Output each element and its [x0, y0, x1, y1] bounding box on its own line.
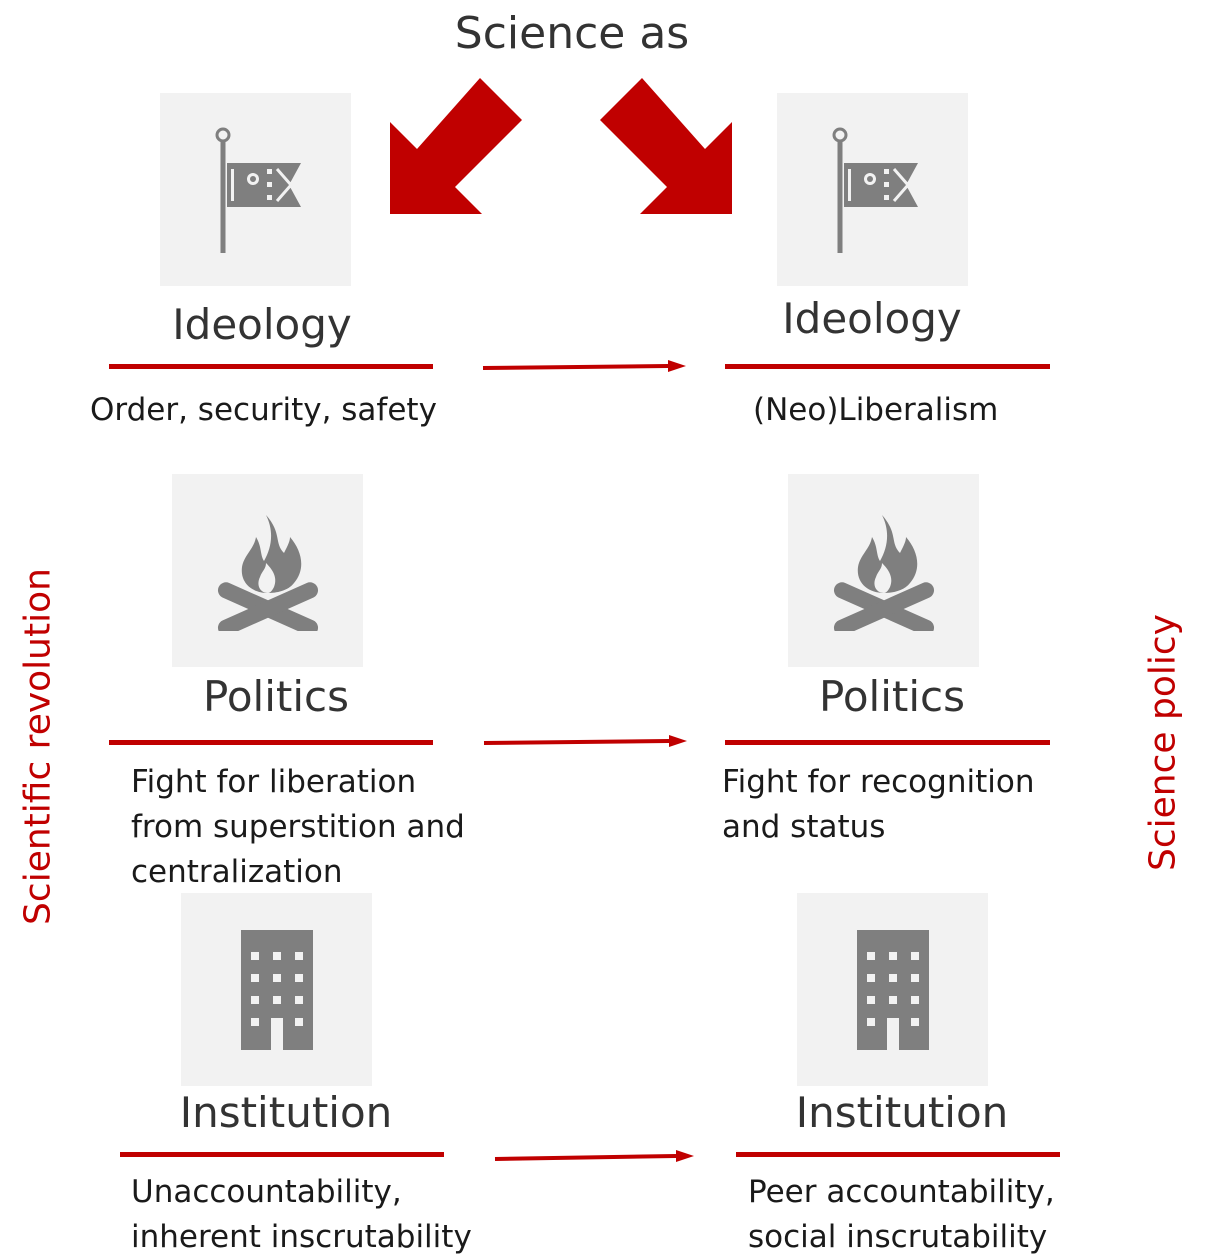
- right-institution-description: Peer accountability, social inscrutabili…: [748, 1170, 1055, 1260]
- description-line: and status: [722, 809, 886, 845]
- description-line: Unaccountability,: [131, 1174, 402, 1210]
- right-ideology-heading: Ideology: [782, 294, 962, 343]
- left-politics-rule: [109, 740, 433, 745]
- right-politics-heading: Politics: [819, 672, 965, 721]
- description-line: social inscrutability: [748, 1219, 1048, 1255]
- description-line: Order, security, safety: [90, 392, 437, 428]
- left-institution-icon-box: [181, 893, 372, 1086]
- left-ideology-heading: Ideology: [172, 300, 352, 349]
- description-line: Fight for recognition: [722, 764, 1035, 800]
- description-line: from superstition and: [131, 809, 465, 845]
- right-politics-rule: [725, 740, 1050, 745]
- left-politics-icon-box: [172, 474, 363, 667]
- windsock-icon: [215, 127, 301, 253]
- campfire-icon: [217, 514, 318, 631]
- description-line: centralization: [131, 854, 343, 890]
- right-politics-icon-box: [788, 474, 979, 667]
- right-ideology-icon-box: [777, 93, 968, 286]
- left-ideology-description: Order, security, safety: [90, 388, 437, 433]
- right-institution-heading: Institution: [795, 1088, 1009, 1137]
- office-building-icon: [856, 929, 929, 1050]
- campfire-icon: [833, 514, 934, 631]
- description-line: Peer accountability,: [748, 1174, 1055, 1210]
- left-ideology-rule: [109, 364, 433, 369]
- right-institution-icon-box: [797, 893, 988, 1086]
- description-line: Fight for liberation: [131, 764, 417, 800]
- windsock-icon: [832, 127, 918, 253]
- left-institution-description: Unaccountability, inherent inscrutabilit…: [131, 1170, 472, 1260]
- left-ideology-icon-box: [160, 93, 351, 286]
- right-ideology-rule: [725, 364, 1050, 369]
- left-institution-heading: Institution: [179, 1088, 393, 1137]
- right-institution-rule: [736, 1152, 1060, 1157]
- left-politics-description: Fight for liberation from superstition a…: [131, 760, 465, 895]
- description-line: (Neo)Liberalism: [753, 392, 999, 428]
- left-politics-heading: Politics: [203, 672, 349, 721]
- description-line: inherent inscrutability: [131, 1219, 472, 1255]
- right-ideology-description: (Neo)Liberalism: [753, 388, 998, 433]
- right-politics-description: Fight for recognition and status: [722, 760, 1034, 850]
- office-building-icon: [240, 929, 313, 1050]
- left-institution-rule: [120, 1152, 444, 1157]
- diagram-title: Science as: [454, 8, 690, 59]
